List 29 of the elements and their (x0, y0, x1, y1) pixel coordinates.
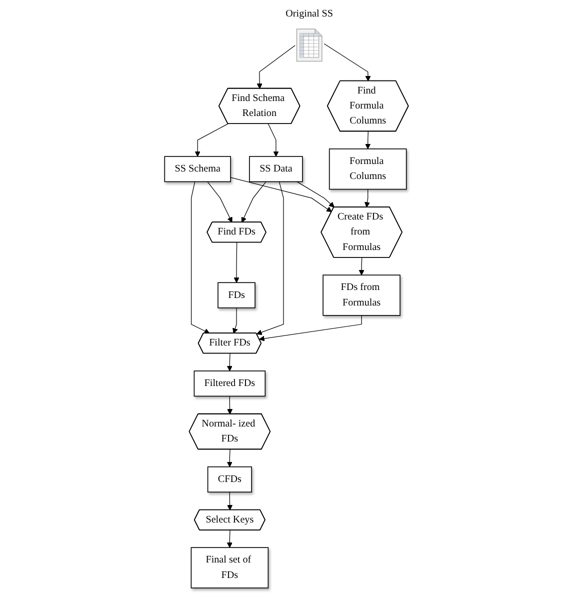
arrow (358, 257, 364, 276)
arrow (230, 177, 332, 212)
node-box: SS Schema (164, 156, 231, 182)
arrow (194, 123, 228, 157)
arrow (227, 396, 233, 414)
node-box: SS Data (249, 156, 303, 182)
arrow (256, 181, 284, 335)
arrow (364, 188, 370, 208)
arrow (234, 242, 240, 283)
arrow (256, 45, 296, 89)
node-box: Formula Columns (328, 148, 407, 190)
arrow (259, 315, 362, 342)
arrow (226, 353, 232, 372)
arrow (207, 181, 232, 223)
arrow (226, 449, 232, 468)
arrow (227, 492, 233, 510)
arrow (324, 43, 371, 82)
node-box: FDs (218, 282, 256, 308)
arrow (296, 181, 334, 208)
node-box: CFDs (207, 466, 252, 492)
arrow (365, 131, 371, 150)
arrow (241, 181, 266, 223)
arrow (232, 308, 238, 334)
arrow (190, 181, 210, 334)
node-box: Filtered FDs (194, 370, 266, 397)
node-box: Final set of FDs (190, 547, 269, 588)
node-box: FDs from Formulas (322, 274, 400, 316)
arrow (268, 124, 279, 157)
arrow (226, 530, 232, 548)
